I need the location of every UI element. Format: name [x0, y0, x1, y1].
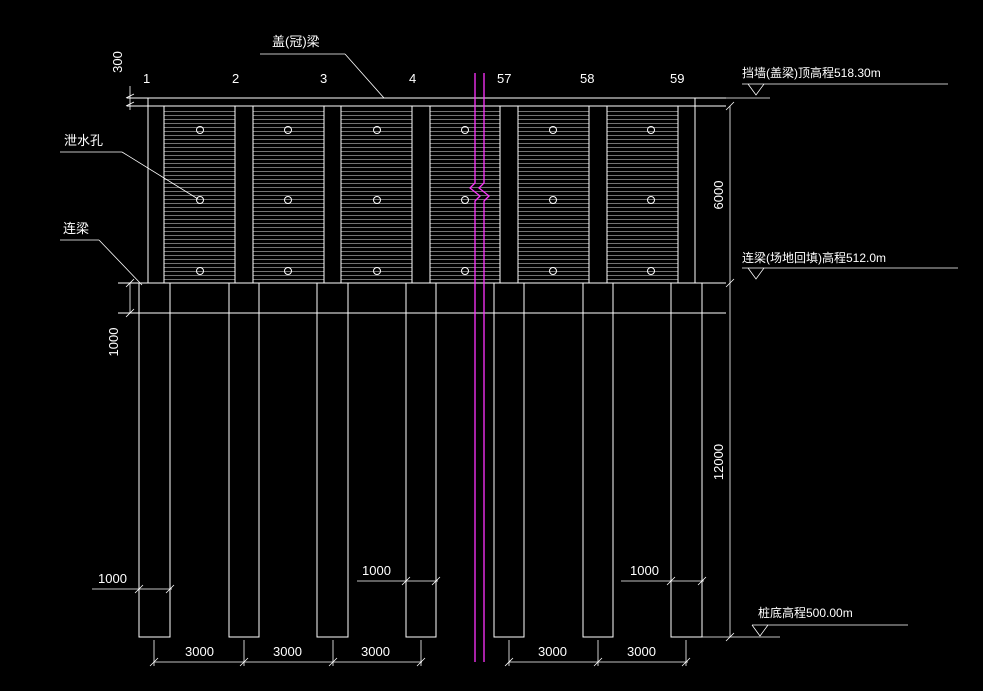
- drain-hole-icon: [373, 196, 381, 204]
- drain-hole-icon: [461, 196, 469, 204]
- dim-1000-pile: 1000: [98, 571, 127, 586]
- drain-holes: [196, 126, 655, 275]
- dim-12000: 12000: [711, 444, 726, 480]
- lagging-panel: [164, 108, 235, 282]
- left-dimensions: 300 1000: [106, 51, 135, 357]
- dim-spacing: 3000: [627, 644, 656, 659]
- drain-hole-icon: [461, 126, 469, 134]
- drain-hole-icon: [461, 267, 469, 275]
- tie-beam-elevation-callout: 连梁(场地回填)高程512.0m: [742, 250, 958, 280]
- pile-bottom-elevation-callout: 桩底高程500.00m: [702, 605, 908, 638]
- tie-beam-elevation-label: 连梁(场地回填)高程512.0m: [742, 250, 886, 265]
- cap-beam-label: 盖(冠)梁: [272, 34, 320, 49]
- tie-beam-callout: 连梁: [60, 221, 143, 286]
- drain-hole-icon: [284, 126, 292, 134]
- pile: [582, 282, 614, 638]
- pile-number: 57: [497, 71, 511, 86]
- pile: [493, 282, 525, 638]
- pile-number: 58: [580, 71, 594, 86]
- drain-hole-icon: [196, 196, 204, 204]
- lagging-panel: [518, 108, 589, 282]
- drain-hole-icon: [647, 267, 655, 275]
- lagging-panel: [253, 108, 324, 282]
- pile-number: 3: [320, 71, 327, 86]
- lagging-panel: [341, 108, 412, 282]
- dim-1000-tie-beam: 1000: [106, 328, 121, 357]
- break-line: [469, 73, 490, 662]
- pile-number: 4: [409, 71, 416, 86]
- pile-bottom-elevation-label: 桩底高程500.00m: [758, 605, 853, 620]
- wall-panels: [147, 105, 696, 284]
- dim-6000: 6000: [711, 181, 726, 210]
- spacing-dims: 3000 3000 3000 3000 3000: [149, 640, 691, 667]
- drain-hole-icon: [549, 196, 557, 204]
- dim-1000-pile: 1000: [362, 563, 391, 578]
- top-elevation-label: 挡墙(盖梁)顶高程518.30m: [742, 65, 881, 80]
- pile: [405, 282, 437, 638]
- tie-beam-label: 连梁: [63, 221, 89, 236]
- pile-diameter-dims: 1000 1000 1000: [92, 563, 707, 594]
- lagging-panel: [607, 108, 678, 282]
- piles: [138, 282, 703, 638]
- drain-hole-icon: [284, 267, 292, 275]
- drain-hole-label: 泄水孔: [64, 133, 103, 148]
- drain-hole-icon: [196, 267, 204, 275]
- pile: [228, 282, 260, 638]
- drain-hole-callout: 泄水孔: [60, 133, 199, 200]
- drain-hole-icon: [549, 267, 557, 275]
- drain-hole-icon: [549, 126, 557, 134]
- pile: [138, 282, 171, 638]
- dim-1000-pile: 1000: [630, 563, 659, 578]
- dim-spacing: 3000: [185, 644, 214, 659]
- pile-number: 59: [670, 71, 684, 86]
- drain-hole-icon: [373, 267, 381, 275]
- drain-hole-icon: [284, 196, 292, 204]
- dim-300: 300: [110, 51, 125, 73]
- top-elevation-callout: 挡墙(盖梁)顶高程518.30m: [726, 65, 948, 99]
- pile-number: 1: [143, 71, 150, 86]
- drain-hole-icon: [373, 126, 381, 134]
- lagging-panel: [430, 108, 500, 282]
- dim-spacing: 3000: [273, 644, 302, 659]
- pile-numbers: 1 2 3 4 57 58 59: [143, 71, 684, 86]
- cap-beam: [127, 97, 726, 107]
- drain-hole-icon: [647, 126, 655, 134]
- drain-hole-icon: [647, 196, 655, 204]
- pile-number: 2: [232, 71, 239, 86]
- dim-spacing: 3000: [361, 644, 390, 659]
- right-dimensions: 6000 12000: [711, 101, 735, 642]
- tie-beam: [118, 282, 726, 314]
- drain-hole-icon: [196, 126, 204, 134]
- cap-beam-callout: 盖(冠)梁: [260, 34, 385, 99]
- pile: [316, 282, 349, 638]
- pile: [670, 282, 703, 638]
- dim-spacing: 3000: [538, 644, 567, 659]
